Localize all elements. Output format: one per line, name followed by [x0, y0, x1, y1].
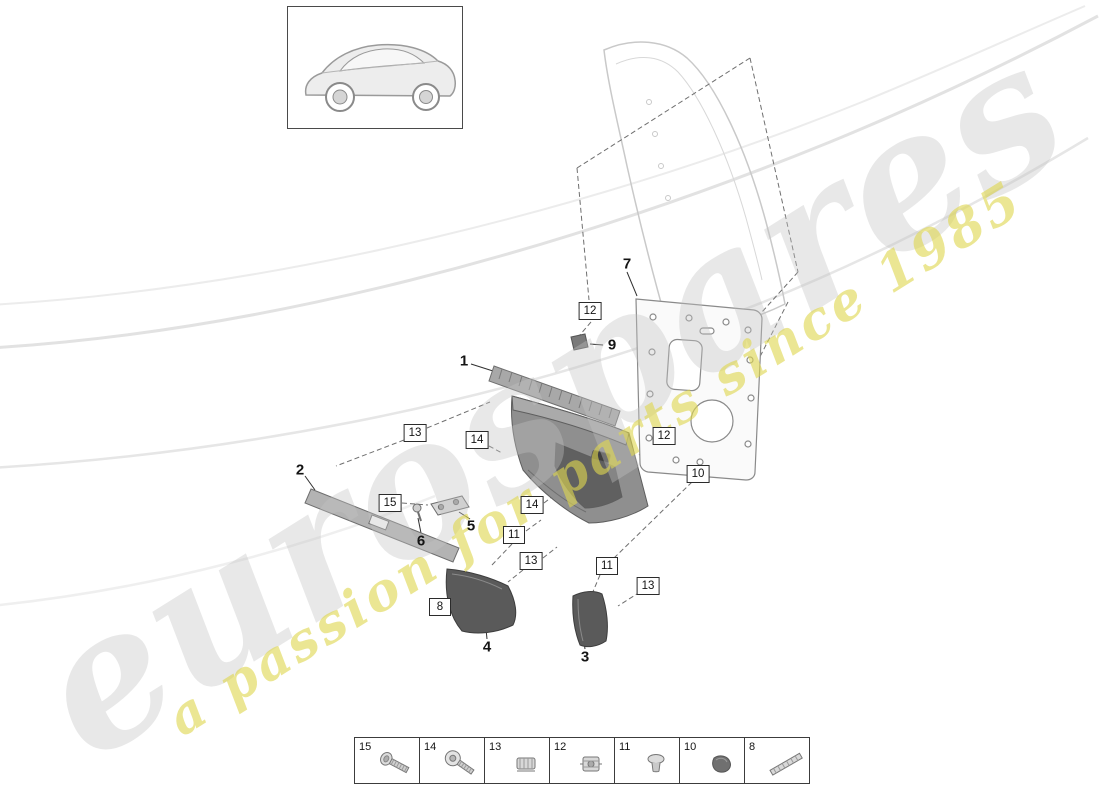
vehicle-thumbnail-box	[287, 6, 463, 129]
legend-number: 13	[489, 741, 502, 753]
background-swoosh	[0, 5, 1099, 607]
fastener-callout-10[interactable]: 10	[686, 465, 710, 483]
fastener-callout-12-b[interactable]: 12	[652, 427, 676, 445]
legend-item-11: 11	[614, 737, 680, 784]
fastener-callout-14-b[interactable]: 14	[520, 496, 544, 514]
legend-item-15: 15	[354, 737, 420, 784]
part-callout-5[interactable]: 5	[466, 517, 476, 535]
clip-part-9	[570, 333, 589, 351]
bracket-part-5	[430, 495, 470, 516]
trim-strip-icon	[769, 752, 803, 776]
fastener-callout-15[interactable]: 15	[378, 494, 402, 512]
part-callout-1[interactable]: 1	[459, 352, 469, 370]
fastener-callout-14-a[interactable]: 14	[465, 431, 489, 449]
legend-item-14: 14	[419, 737, 485, 784]
part-callout-4[interactable]: 4	[482, 638, 492, 656]
cover-cap-icon	[712, 755, 731, 773]
carrier-plate-part-7	[635, 298, 763, 481]
part-callout-9[interactable]: 9	[607, 336, 617, 354]
door-trim-panel	[511, 395, 649, 524]
fastener-callout-11-b[interactable]: 11	[596, 557, 618, 575]
legend-number: 15	[359, 741, 372, 753]
vehicle-icon	[304, 43, 456, 112]
legend-number: 14	[424, 741, 437, 753]
pan-head-screw-icon	[380, 752, 410, 774]
legend-number: 8	[749, 741, 756, 753]
trim-cap-part-3	[572, 591, 608, 648]
part-callout-2[interactable]: 2	[295, 461, 305, 479]
washer-screw-icon	[444, 750, 475, 775]
legend-number: 12	[554, 741, 567, 753]
pull-pocket-trim-part-4	[445, 568, 517, 634]
screw-part-6	[412, 503, 422, 522]
fastener-callout-13-c[interactable]: 13	[636, 577, 660, 595]
part-callout-7[interactable]: 7	[622, 255, 632, 273]
fastener-callout-12-a[interactable]: 12	[578, 302, 602, 320]
mounting-clip-icon	[580, 756, 602, 772]
legend-item-10: 10	[679, 737, 745, 784]
fastener-callout-11-a[interactable]: 11	[503, 526, 525, 544]
expansion-rivet-icon	[647, 754, 665, 773]
legend-item-8: 8	[744, 737, 810, 784]
legend-number: 10	[684, 741, 697, 753]
sill-trim-part-2	[304, 488, 460, 563]
part-callout-6[interactable]: 6	[416, 532, 426, 550]
fastener-callout-13-a[interactable]: 13	[403, 424, 427, 442]
part-callout-3[interactable]: 3	[580, 648, 590, 666]
trim-strip-part-1	[488, 365, 621, 427]
legend-item-13: 13	[484, 737, 550, 784]
fastener-callout-8[interactable]: 8	[429, 598, 451, 616]
fastener-callout-13-b[interactable]: 13	[519, 552, 543, 570]
legend-item-12: 12	[549, 737, 615, 784]
fastener-legend: 15 14 13	[354, 737, 810, 784]
legend-number: 11	[619, 741, 631, 753]
retaining-clip-icon	[516, 757, 536, 772]
door-shell-ghost	[603, 41, 786, 328]
